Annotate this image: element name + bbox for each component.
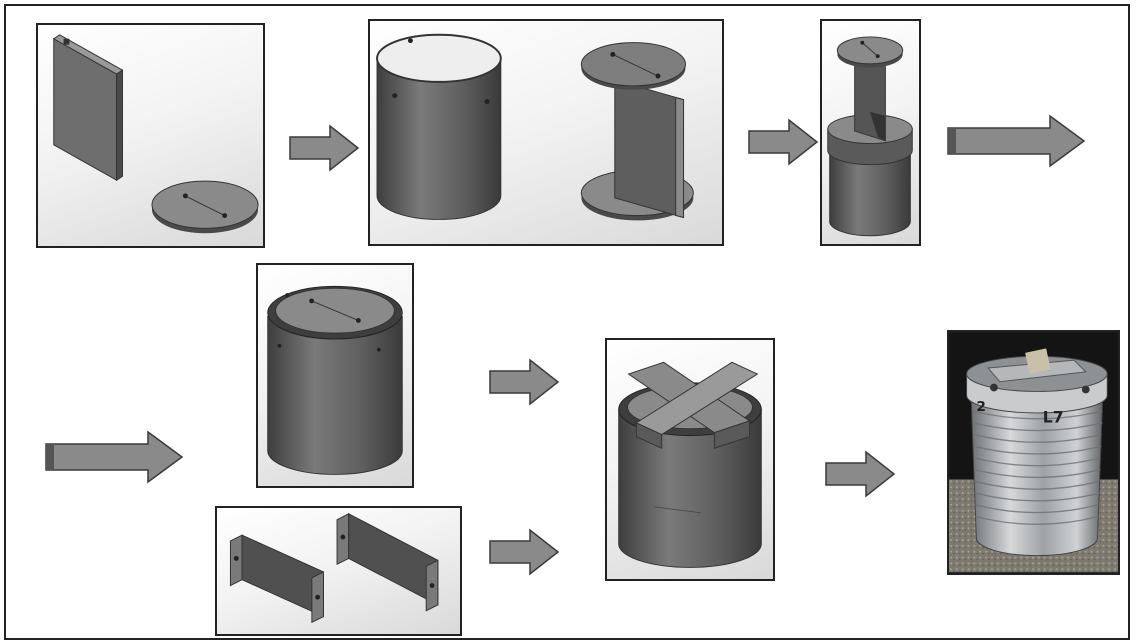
paper-tag	[1025, 348, 1051, 374]
photo-mark-l7: L7	[1043, 408, 1064, 427]
cylinder-hole-2	[484, 99, 490, 105]
panel-cylinder-and-divider	[368, 19, 724, 246]
flat-plate	[53, 37, 118, 182]
photo-mark-2: 2	[976, 399, 986, 415]
top-disc-slot	[612, 53, 659, 77]
panel-photo: 2 L7	[947, 330, 1120, 575]
disc-hole-2	[222, 213, 228, 219]
bracketed-cylinder-body	[618, 408, 762, 568]
arrow-step-7	[824, 450, 896, 498]
lid-hole-1	[309, 298, 315, 304]
arrow-step-4	[44, 430, 184, 484]
plate-notch	[63, 38, 70, 45]
panel-cylinder-with-brackets	[605, 338, 775, 581]
arrow-step-1	[288, 124, 360, 172]
cross-bracket-b-side	[635, 422, 663, 450]
divider-plate	[614, 79, 685, 219]
panel-divider-in-cylinder	[820, 19, 921, 246]
tin-ribs	[972, 410, 1103, 525]
closed-cylinder-illustration	[267, 285, 403, 475]
panel-closed-cylinder	[256, 263, 414, 488]
tin-can-photo: 2 L7	[949, 332, 1118, 573]
diagram-frame: 2 L7	[4, 4, 1130, 640]
tin-body	[969, 379, 1104, 557]
lid-hole-2	[355, 317, 361, 323]
bracket-2-hole-2	[429, 583, 435, 588]
disc-slot	[185, 195, 225, 216]
cross-bracket-a-side	[713, 420, 751, 449]
brackets-illustration	[229, 513, 439, 624]
open-cylinder-rim	[376, 33, 502, 83]
arrow-step-6	[488, 528, 560, 576]
bracket-2-web	[348, 513, 439, 606]
arrow-step-3	[946, 114, 1086, 168]
bracket-2-hole-1	[340, 534, 346, 540]
bracket-1-hole-2	[315, 594, 321, 600]
upper-disc-hole-1	[860, 40, 865, 45]
bracket-1-hole-1	[233, 555, 239, 561]
top-disc-hole-1	[610, 51, 616, 57]
upper-disc-hole-2	[875, 54, 880, 59]
flat-plate-side-edge	[116, 69, 123, 182]
arrow-step-5	[488, 358, 560, 406]
panel-brackets	[215, 506, 462, 636]
divider-plate-edge	[675, 96, 685, 219]
cylinder-and-divider-illustration	[376, 33, 694, 221]
panel-plate-and-disc	[36, 23, 265, 248]
cylinder-with-brackets-illustration	[618, 361, 762, 568]
cylinder-hole-1	[392, 93, 398, 99]
divider-shadow	[870, 111, 886, 141]
tin-rivet-1	[990, 383, 998, 392]
upper-disc	[836, 36, 904, 65]
plate-and-disc-illustration	[52, 34, 259, 234]
cylinder-seam	[653, 506, 701, 514]
upper-disc-slot	[862, 42, 879, 57]
lower-cylinder-body	[829, 149, 911, 237]
top-disc-hole-2	[655, 73, 661, 79]
divider-in-cylinder-illustration	[827, 36, 913, 237]
rim-hole-2	[376, 347, 381, 352]
open-cylinder-body	[376, 57, 502, 220]
bracket-1-web	[241, 534, 324, 618]
closed-cylinder-body	[267, 316, 403, 475]
disc-hole-1	[182, 193, 188, 199]
lid-slot	[311, 300, 359, 321]
disc	[151, 180, 259, 229]
arrow-step-2	[747, 118, 819, 166]
rim-hole-3	[277, 343, 282, 348]
cylinder-hole-3	[407, 38, 413, 44]
rim-hole-1	[285, 293, 290, 298]
tin-rivet-2	[1081, 385, 1090, 394]
